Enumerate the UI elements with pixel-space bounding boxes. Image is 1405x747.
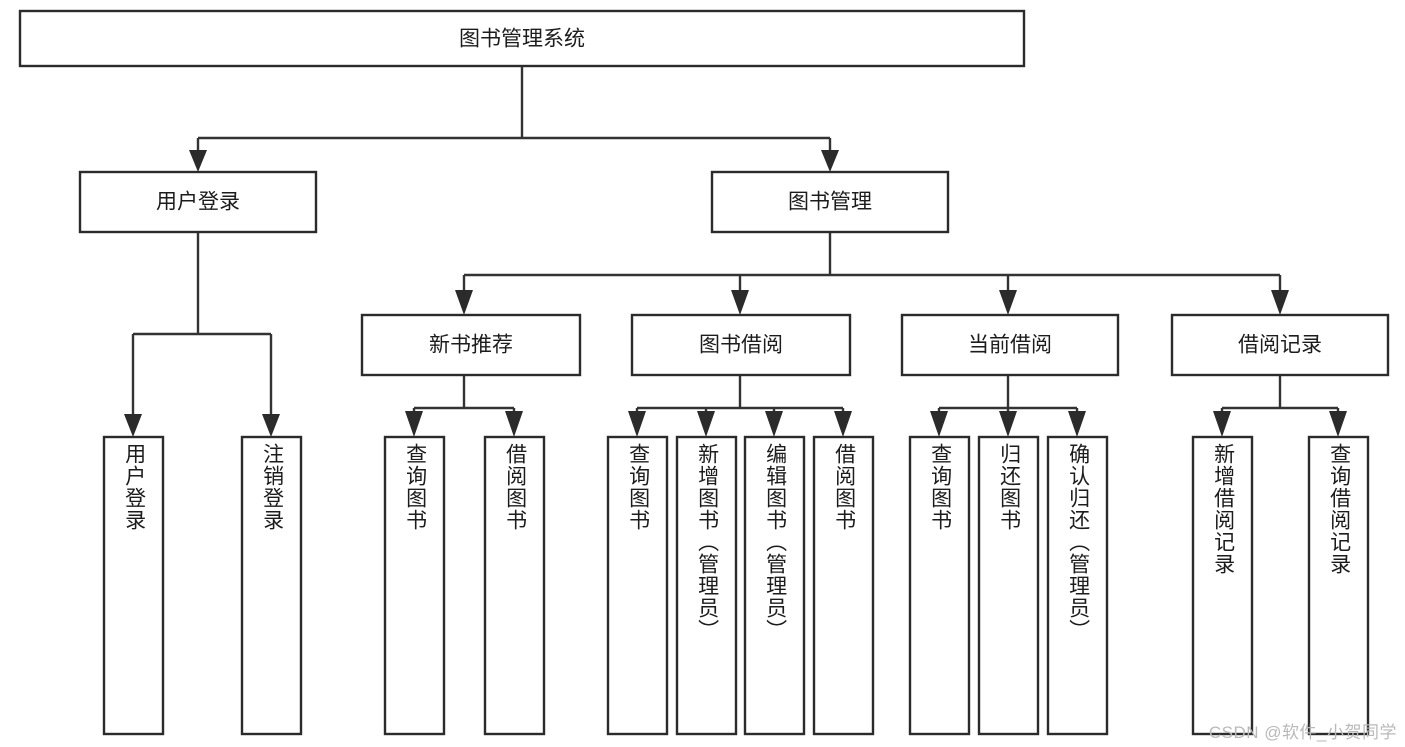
leaf-box-book-borrow-4[interactable] <box>812 435 875 736</box>
arrow-to-new-book-recommend <box>455 290 473 315</box>
arrow-leaf-book-borrow-1 <box>628 411 646 437</box>
edge-group-root-to-level2 <box>189 66 839 172</box>
arrow-root-to-book-mgmt <box>821 150 839 172</box>
arrow-leaf-borrow-record-1 <box>1213 411 1231 437</box>
leaf-box-new-book-2[interactable] <box>483 435 546 736</box>
leaf-box-book-borrow-2[interactable] <box>675 435 738 736</box>
arrow-leaf-current-borrow-1 <box>930 411 948 437</box>
arrow-leaf-current-borrow-2 <box>999 411 1017 437</box>
node-book-borrow-box[interactable] <box>630 313 852 377</box>
node-root-label: 图书管理系统 <box>459 28 585 51</box>
node-user-login-label: 用户登录 <box>156 191 240 214</box>
arrow-to-book-borrow <box>731 290 749 315</box>
node-new-book-recommend-box[interactable] <box>360 313 582 377</box>
node-borrow-record[interactable]: 借阅记录 <box>1170 313 1390 377</box>
node-current-borrow-label: 当前借阅 <box>968 334 1052 357</box>
arrow-leaf-current-borrow-3 <box>1068 411 1086 437</box>
node-user-login[interactable]: 用户登录 <box>78 170 318 234</box>
node-new-book-recommend-label: 新书推荐 <box>429 334 513 357</box>
leaf-box-user-login-2[interactable] <box>240 435 303 736</box>
leaf-box-borrow-record-1[interactable] <box>1191 435 1254 736</box>
leaf-box-current-borrow-1[interactable] <box>908 435 971 736</box>
node-book-management[interactable]: 图书管理 <box>710 170 950 234</box>
node-root-system[interactable]: 图书管理系统 <box>18 9 1026 68</box>
arrow-leaf-user-login-2 <box>262 414 280 437</box>
leaf-box-book-borrow-3[interactable] <box>743 435 806 736</box>
leaf-boxes-book-borrow <box>606 435 875 736</box>
node-user-login-box[interactable] <box>78 170 318 234</box>
arrow-root-to-user-login <box>189 150 207 172</box>
node-new-book-recommend[interactable]: 新书推荐 <box>360 313 582 377</box>
arrow-leaf-book-borrow-2 <box>697 411 715 437</box>
node-book-borrow[interactable]: 图书借阅 <box>630 313 852 377</box>
edge-group-book-borrow-leaves <box>628 375 852 437</box>
edge-group-user-login-leaves <box>124 232 280 437</box>
node-borrow-record-label: 借阅记录 <box>1238 334 1322 357</box>
arrow-leaf-borrow-record-2 <box>1329 411 1347 437</box>
leaf-box-book-borrow-1[interactable] <box>606 435 669 736</box>
leaf-box-borrow-record-2[interactable] <box>1307 435 1370 736</box>
arrow-leaf-new-book-1 <box>405 411 423 437</box>
arrow-leaf-new-book-2 <box>505 411 523 437</box>
leaf-boxes-new-book-recommend <box>383 435 546 736</box>
leaf-boxes-borrow-record <box>1191 435 1370 736</box>
node-book-borrow-label: 图书借阅 <box>699 334 783 357</box>
arrow-leaf-user-login-1 <box>124 414 142 437</box>
node-borrow-record-box[interactable] <box>1170 313 1390 377</box>
leaf-box-user-login-1[interactable] <box>102 435 165 736</box>
edge-group-new-book-leaves <box>405 375 523 437</box>
node-book-management-box[interactable] <box>710 170 950 234</box>
arrow-to-current-borrow <box>999 290 1017 315</box>
edge-group-borrow-record-leaves <box>1213 375 1347 437</box>
node-current-borrow-box[interactable] <box>900 313 1120 377</box>
node-book-management-label: 图书管理 <box>788 191 872 214</box>
arrow-leaf-book-borrow-4 <box>834 411 852 437</box>
edge-group-current-borrow-leaves <box>930 375 1086 437</box>
leaf-boxes-current-borrow <box>908 435 1109 736</box>
leaf-box-new-book-1[interactable] <box>383 435 446 736</box>
arrow-leaf-book-borrow-3 <box>765 411 783 437</box>
leaf-boxes-user-login <box>102 435 303 736</box>
edge-group-book-mgmt-to-level3 <box>455 232 1289 315</box>
node-current-borrow[interactable]: 当前借阅 <box>900 313 1120 377</box>
leaf-box-current-borrow-3[interactable] <box>1046 435 1109 736</box>
node-root-box[interactable] <box>18 9 1026 68</box>
arrow-to-borrow-record <box>1271 290 1289 315</box>
leaf-box-current-borrow-2[interactable] <box>977 435 1040 736</box>
